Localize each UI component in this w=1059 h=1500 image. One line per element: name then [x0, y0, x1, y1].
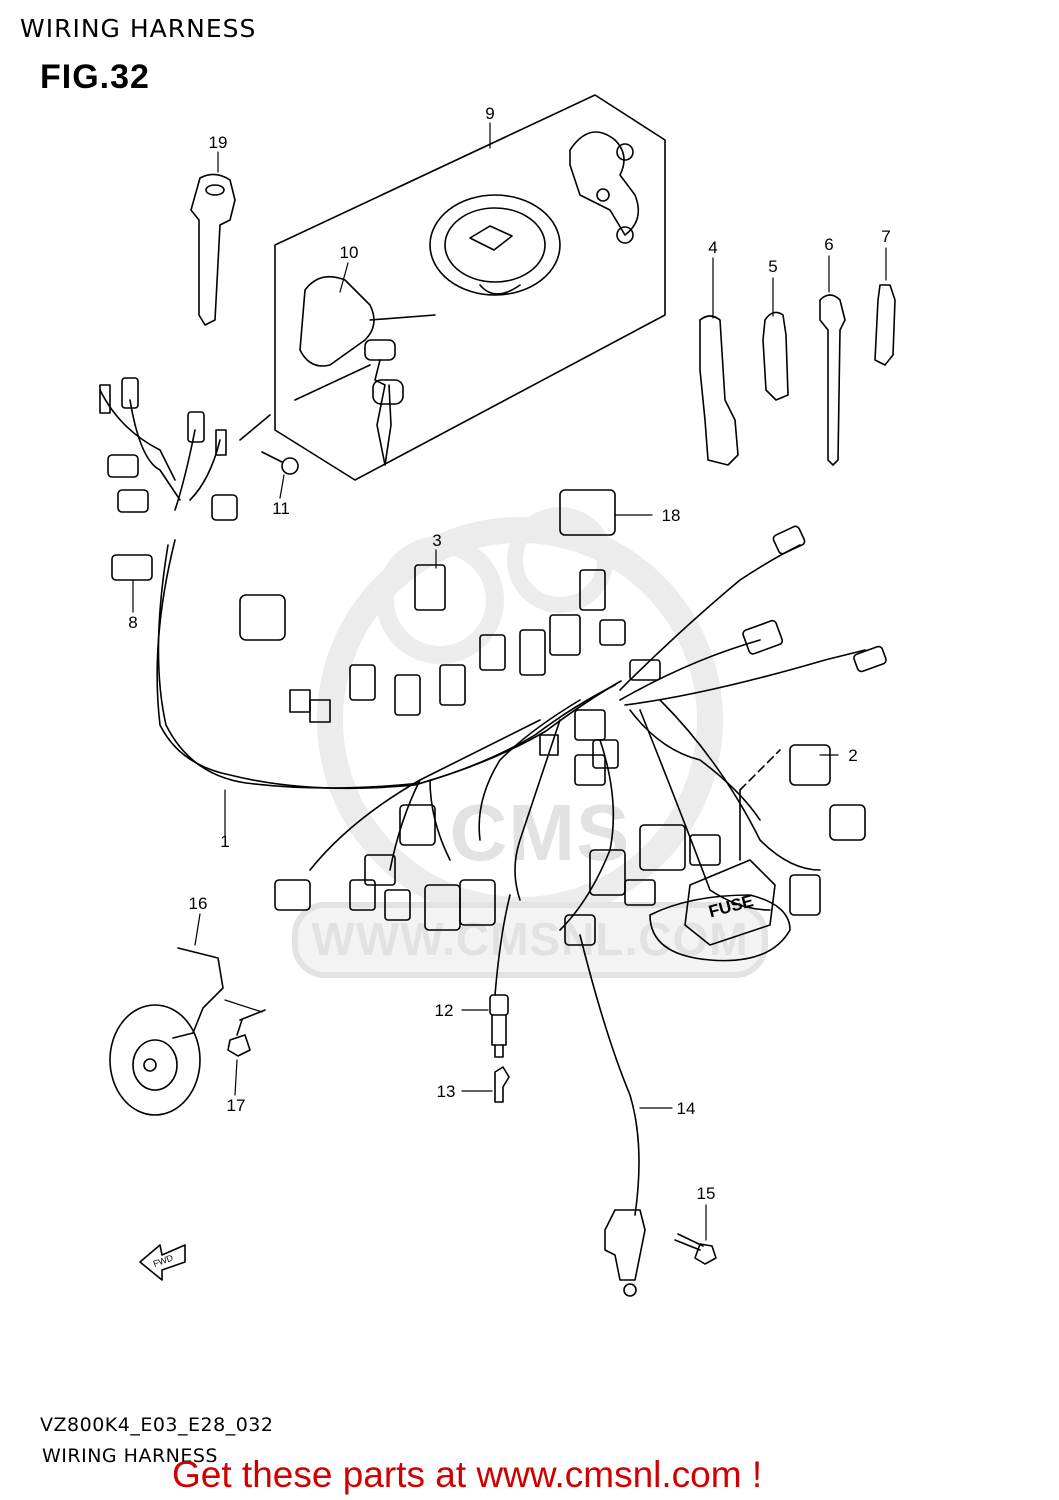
callout-1: 1: [220, 832, 229, 851]
footer-title: WIRING HARNESS: [42, 1445, 218, 1467]
page-title: WIRING HARNESS: [20, 14, 257, 43]
callout-13: 13: [437, 1082, 456, 1101]
connectors: [99, 377, 887, 946]
key-part: [190, 173, 236, 326]
callout-5: 5: [768, 257, 777, 276]
callout-19: 19: [209, 133, 228, 152]
clip-13: [494, 1066, 510, 1103]
callout-18: 18: [662, 506, 681, 525]
callout-11: 11: [272, 499, 290, 518]
figure-number: FIG.32: [40, 58, 150, 96]
lock-set-group: [274, 94, 666, 481]
callout-3: 3: [432, 531, 441, 550]
callout-17: 17: [227, 1096, 246, 1115]
callout-4: 4: [708, 238, 717, 257]
watermark-url: WWW.CMSNL.COM: [311, 913, 748, 965]
callout-12: 12: [435, 1001, 454, 1020]
callout-7: 7: [881, 227, 890, 246]
horn-16: [109, 947, 224, 1116]
callout-6: 6: [824, 235, 833, 254]
watermark: WWW.CMSNL.COM CMS: [292, 507, 768, 978]
callout-10: 10: [340, 243, 359, 262]
sensor-12: [489, 894, 511, 1058]
callout-16: 16: [189, 894, 208, 913]
switch-14: [579, 934, 646, 1297]
callout-8: 8: [128, 613, 137, 632]
bolt-17: [227, 1009, 266, 1057]
fuse-part-2: [592, 739, 619, 769]
callout-15: 15: [697, 1184, 716, 1203]
brackets-group: [699, 284, 896, 466]
screw-11: [239, 414, 299, 475]
watermark-logo: CMS: [450, 788, 631, 877]
get-parts-link[interactable]: Get these parts at www.cmsnl.com !: [172, 1454, 763, 1495]
callout-9: 9: [485, 104, 494, 123]
bolt-15: [674, 1233, 717, 1265]
fwd-arrow: [139, 1244, 186, 1281]
leader-lines: [132, 122, 887, 1241]
fuse-box: [649, 749, 791, 962]
model-code: VZ800K4_E03_E28_032: [40, 1414, 274, 1436]
callout-14: 14: [677, 1099, 696, 1118]
callouts: 1 2 3 4 5 6 7 8 9 10 11 12 13 14 15 16 1…: [128, 104, 890, 1203]
callout-2: 2: [848, 746, 857, 765]
